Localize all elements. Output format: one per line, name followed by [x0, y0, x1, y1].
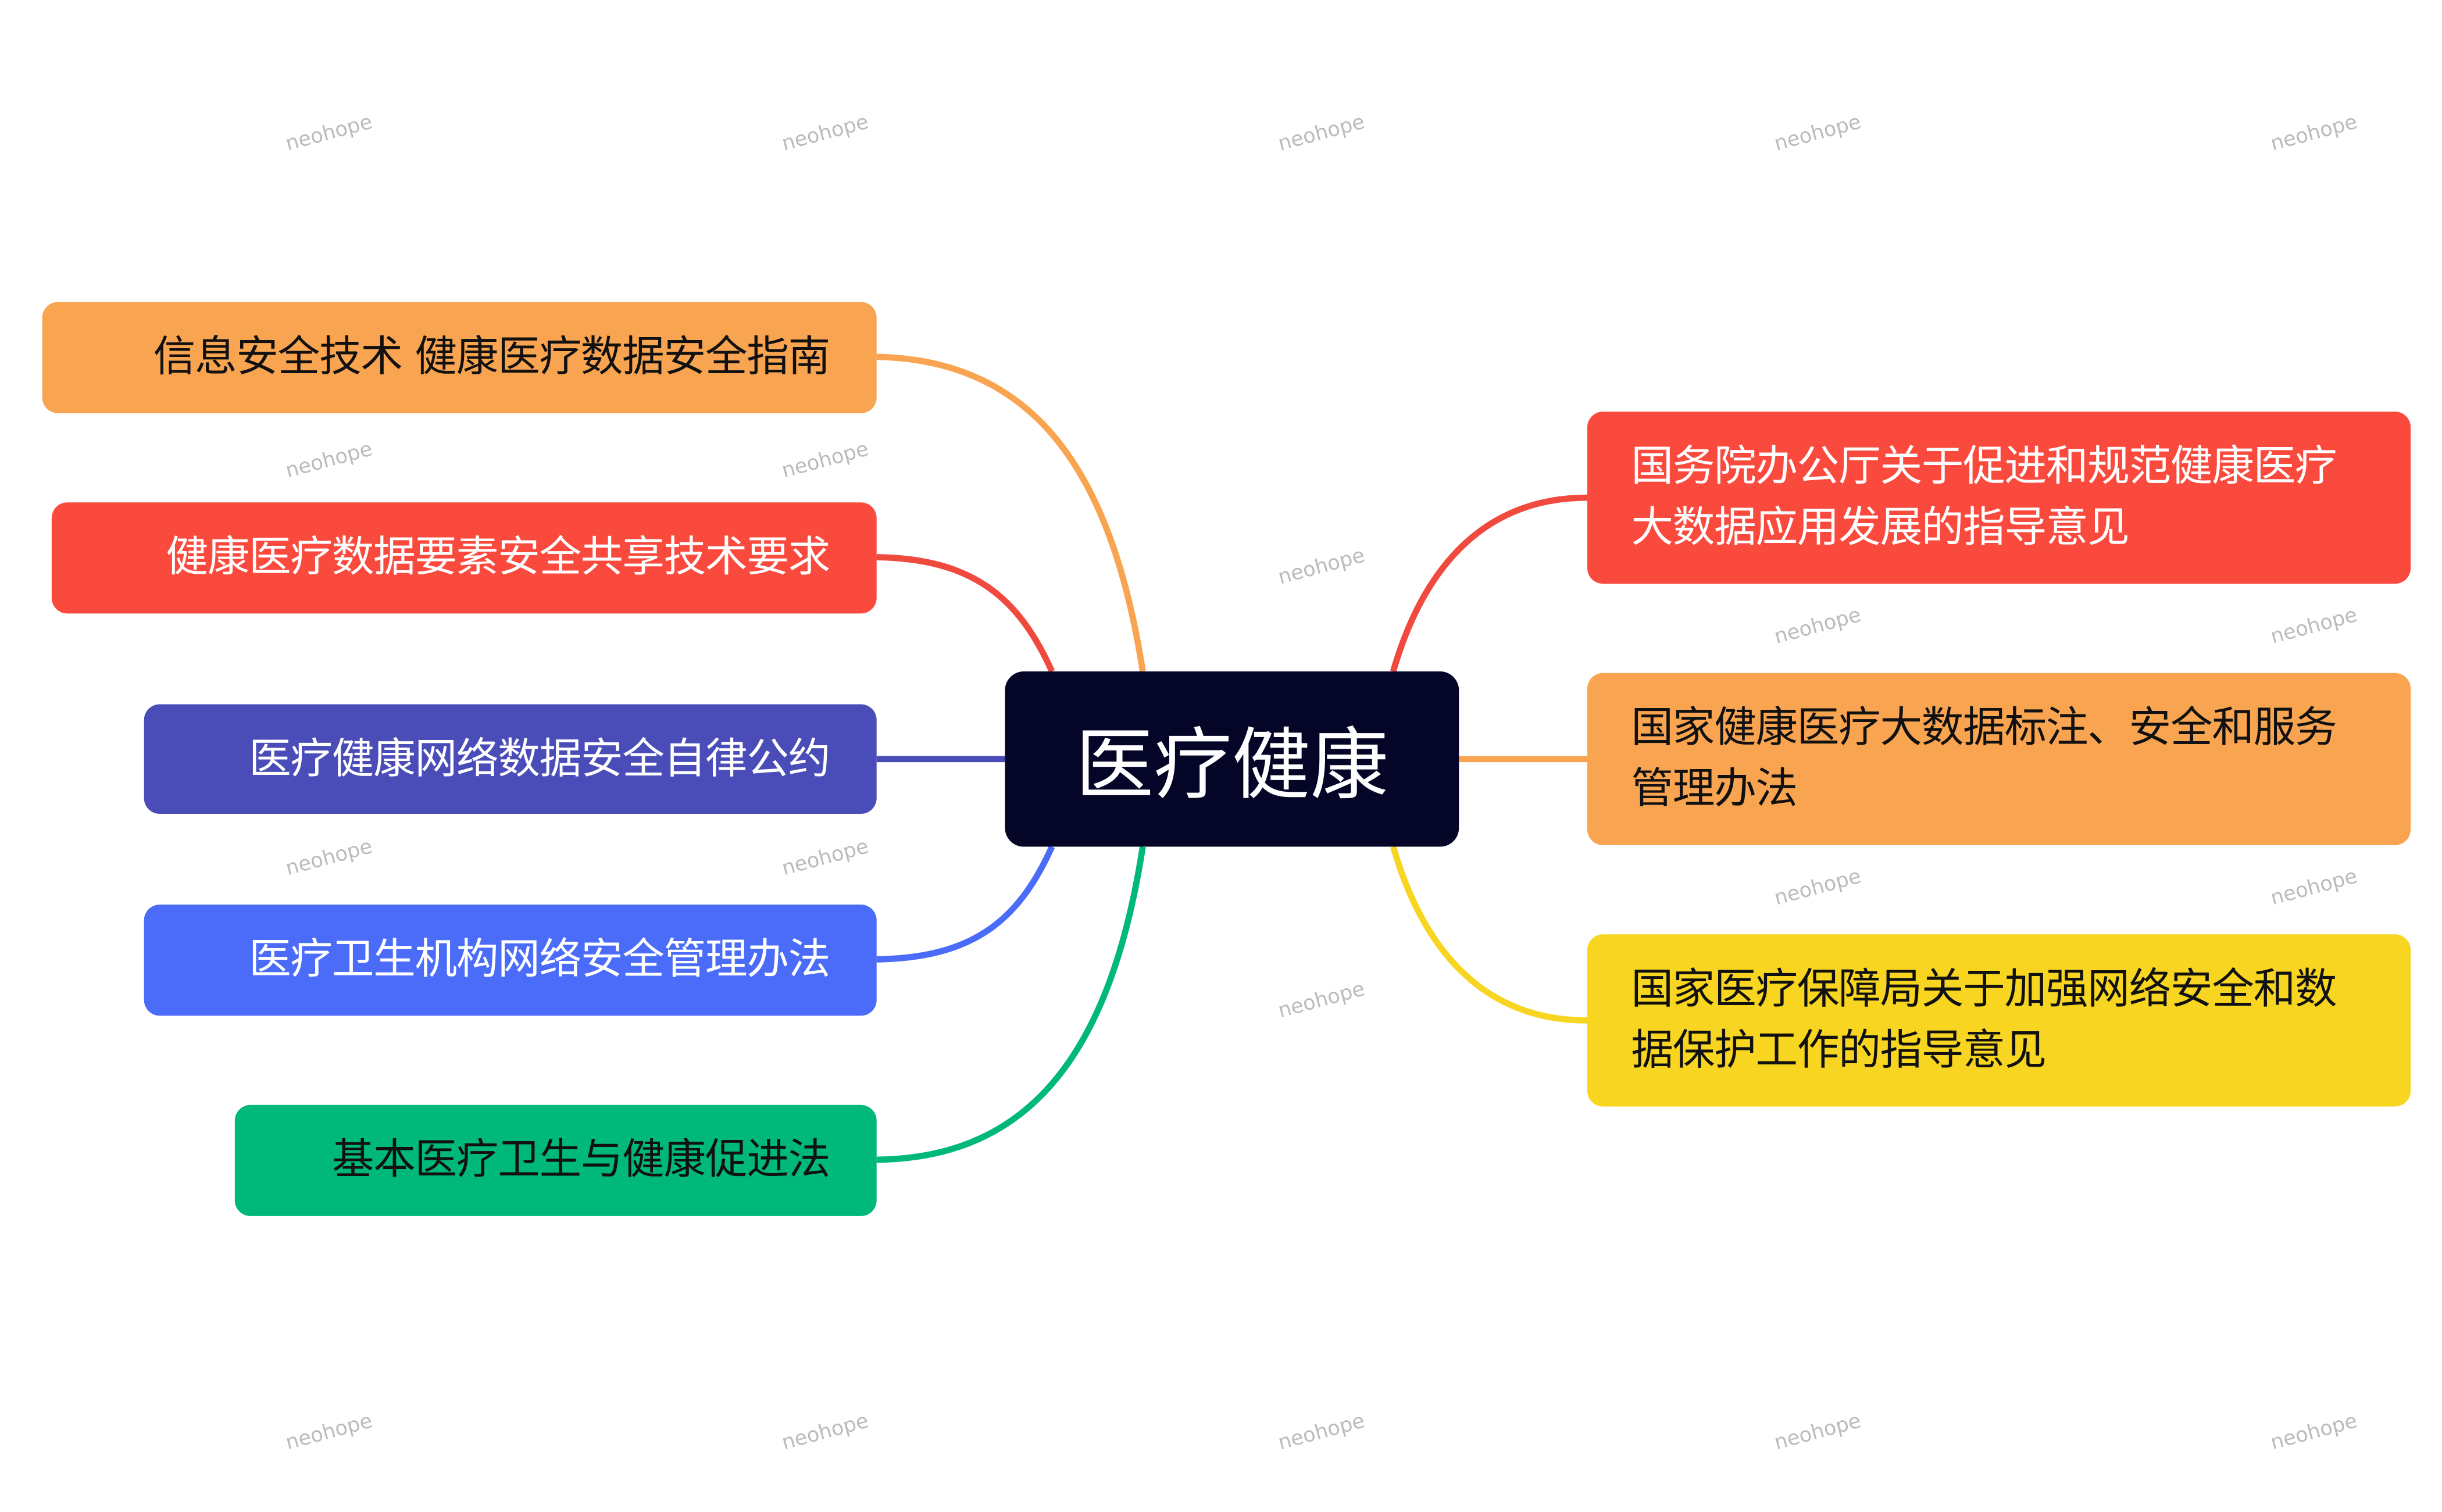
topic-label: 信息安全技术 健康医疗数据安全指南	[153, 333, 831, 382]
connector-right-1	[1390, 494, 1587, 673]
topic-label: 健康医疗数据要素安全共享技术要求	[166, 534, 830, 582]
connector-left-1	[876, 353, 1146, 672]
topic-label: 基本医疗卫生与健康促进法	[331, 1136, 830, 1185]
topic-left-5[interactable]: 基本医疗卫生与健康促进法	[234, 1104, 877, 1216]
connector-left-4	[876, 845, 1055, 963]
connector-left-2	[876, 554, 1055, 673]
topic-label: 国务院办公厅关于促进和规范健康医疗大数据应用发展的指导意见	[1631, 442, 2337, 553]
topic-label: 国家医疗保障局关于加强网络安全和数据保护工作的指导意见	[1631, 966, 2337, 1075]
topic-left-4[interactable]: 医疗卫生机构网络安全管理办法	[144, 905, 877, 1016]
topic-label: 国家健康医疗大数据标注、安全和服务管理办法	[1631, 704, 2337, 814]
topic-right-3[interactable]: 国家医疗保障局关于加强网络安全和数据保护工作的指导意见	[1587, 934, 2411, 1107]
topic-label: 医疗健康网络数据安全自律公约	[249, 735, 830, 784]
connector-right-3	[1390, 846, 1587, 1024]
topic-right-1[interactable]: 国务院办公厅关于促进和规范健康医疗大数据应用发展的指导意见	[1587, 412, 2411, 584]
central-topic[interactable]: 医疗健康	[1005, 671, 1459, 847]
topic-left-2[interactable]: 健康医疗数据要素安全共享技术要求	[51, 502, 877, 614]
connector-left-5	[876, 846, 1146, 1163]
topic-label: 医疗卫生机构网络安全管理办法	[249, 935, 830, 985]
topic-right-2[interactable]: 国家健康医疗大数据标注、安全和服务管理办法	[1587, 673, 2411, 845]
topic-left-1[interactable]: 信息安全技术 健康医疗数据安全指南	[42, 302, 877, 413]
topic-left-3[interactable]: 医疗健康网络数据安全自律公约	[144, 704, 877, 814]
